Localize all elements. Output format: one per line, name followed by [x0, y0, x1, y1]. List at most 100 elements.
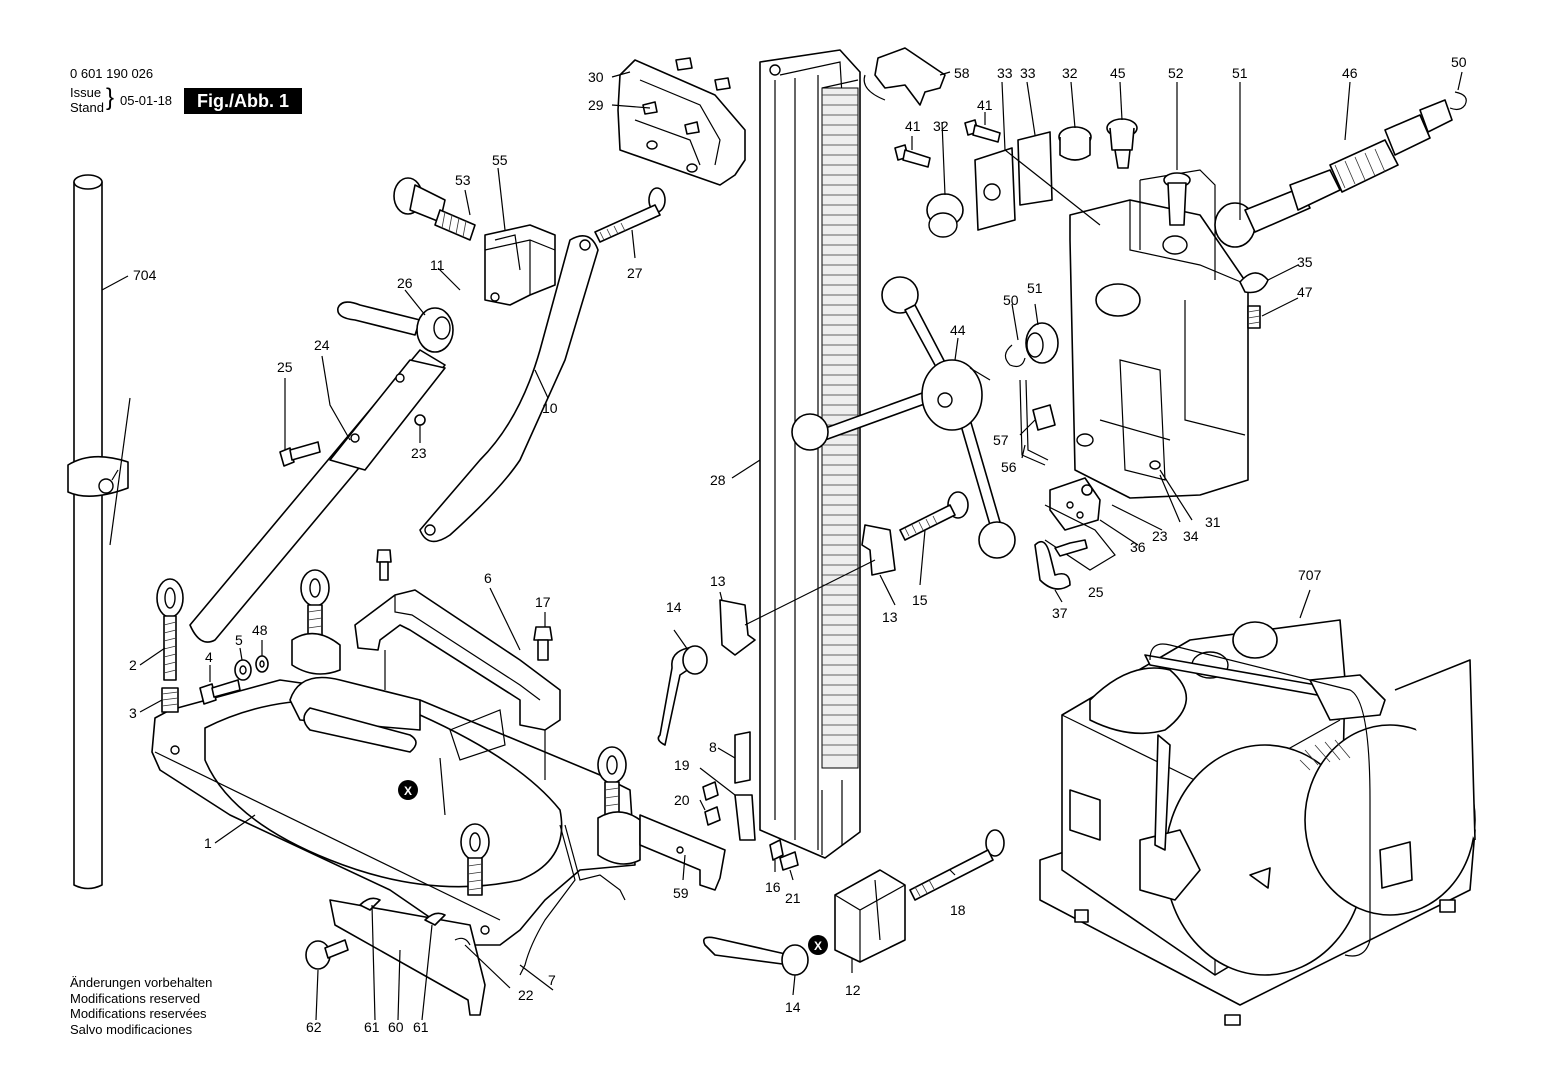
plate-60 [329, 899, 486, 1016]
clip-21 [779, 851, 799, 871]
eye-bolt-2 [156, 578, 184, 713]
callout-51b: 51 [1027, 280, 1043, 296]
base-1 [151, 676, 636, 946]
bolt-18 [909, 829, 1005, 901]
callout-7: 7 [548, 972, 556, 988]
plate-33b [1017, 131, 1053, 206]
wrench-56 [1019, 379, 1046, 466]
callout-46: 46 [1342, 65, 1358, 81]
note-es: Salvo modificaciones [70, 1021, 193, 1037]
callout-34: 34 [1183, 528, 1199, 544]
callout-33a: 33 [997, 65, 1013, 81]
plug-32b [1058, 126, 1092, 161]
screw-41b [964, 119, 1001, 143]
callout-37: 37 [1052, 605, 1068, 621]
callout-31: 31 [1205, 514, 1221, 530]
lever-37 [1034, 540, 1071, 590]
clip-57 [1032, 404, 1056, 431]
callout-2: 2 [129, 657, 137, 673]
callout-21: 21 [785, 890, 801, 906]
callout-5: 5 [235, 632, 243, 648]
knob-45 [1106, 118, 1138, 169]
rod-704 [67, 174, 131, 890]
callout-56: 56 [1001, 459, 1017, 475]
callout-12: 12 [845, 982, 861, 998]
bolt-52 [1163, 172, 1191, 226]
callout-41b: 41 [977, 97, 993, 113]
arm-24 [189, 349, 446, 643]
callout-25a: 25 [277, 359, 293, 375]
figure-badge: Fig./Abb. 1 [184, 88, 302, 114]
callout-41a: 41 [905, 118, 921, 134]
callout-48: 48 [252, 622, 268, 638]
callout-62: 62 [306, 1019, 322, 1035]
knob-62 [305, 939, 349, 970]
nut-23b [1081, 484, 1093, 496]
callout-18: 18 [950, 902, 966, 918]
callout-35: 35 [1297, 254, 1313, 270]
callout-53: 53 [455, 172, 471, 188]
knob-53 [393, 177, 476, 241]
screw-20 [702, 781, 719, 801]
callout-52: 52 [1168, 65, 1184, 81]
ring-50 [1004, 344, 1026, 368]
callout-27: 27 [627, 265, 643, 281]
clip-58 [863, 47, 946, 106]
block-55 [484, 224, 556, 306]
plug-32a [926, 193, 964, 238]
callout-11: 11 [430, 257, 445, 273]
issue-label: Issue [70, 85, 102, 100]
bolt-27 [594, 187, 666, 243]
issue-brace: } [106, 84, 115, 111]
callout-704: 704 [133, 267, 157, 283]
issue-date: 05-01-18 [120, 93, 173, 108]
callout-13a: 13 [710, 573, 726, 589]
callout-20: 20 [674, 792, 690, 808]
callout-30: 30 [588, 69, 604, 85]
block-12 [834, 869, 906, 963]
screw-25 [279, 441, 321, 467]
callout-16: 16 [765, 879, 781, 895]
plate-19 [734, 794, 756, 841]
callout-14a: 14 [666, 599, 682, 615]
screw-4 [199, 679, 241, 705]
screw-17 [533, 626, 553, 661]
bracket-13a [719, 599, 756, 656]
callout-50a: 50 [1451, 54, 1467, 70]
leader-lines [101, 71, 1463, 1021]
lever-26 [337, 301, 454, 353]
callout-33b: 33 [1020, 65, 1036, 81]
link-10 [419, 234, 599, 543]
note-de: Änderungen vorbehalten [70, 975, 213, 990]
plate-8 [734, 731, 751, 784]
callout-26: 26 [397, 275, 413, 291]
callout-23a: 23 [411, 445, 427, 461]
part-number: 0 601 190 026 [70, 66, 154, 81]
callout-707: 707 [1298, 567, 1322, 583]
cover-30 [617, 57, 746, 186]
modifications-note: Änderungen vorbehalten Modifications res… [70, 975, 212, 1037]
wire-7 [519, 824, 576, 976]
callout-61a: 61 [364, 1019, 380, 1035]
callout-44: 44 [950, 322, 966, 338]
marker-x2: X [808, 935, 828, 955]
callout-3: 3 [129, 705, 137, 721]
callout-60: 60 [388, 1019, 404, 1035]
callout-10: 10 [542, 400, 558, 416]
handle-6 [354, 589, 561, 780]
callout-36: 36 [1130, 539, 1146, 555]
callout-23b: 23 [1152, 528, 1168, 544]
callout-51a: 51 [1232, 65, 1248, 81]
carriage [1069, 169, 1249, 499]
callout-57: 57 [993, 432, 1009, 448]
block-36 [1049, 477, 1101, 531]
marker-x1: X [398, 780, 418, 800]
eye-bolt-2b [291, 569, 341, 675]
clip-16 [769, 839, 784, 861]
callout-1: 1 [204, 835, 212, 851]
callout-15: 15 [912, 592, 928, 608]
note-en: Modifications reserved [70, 990, 201, 1006]
callout-6: 6 [484, 570, 492, 586]
callout-8: 8 [709, 739, 717, 755]
